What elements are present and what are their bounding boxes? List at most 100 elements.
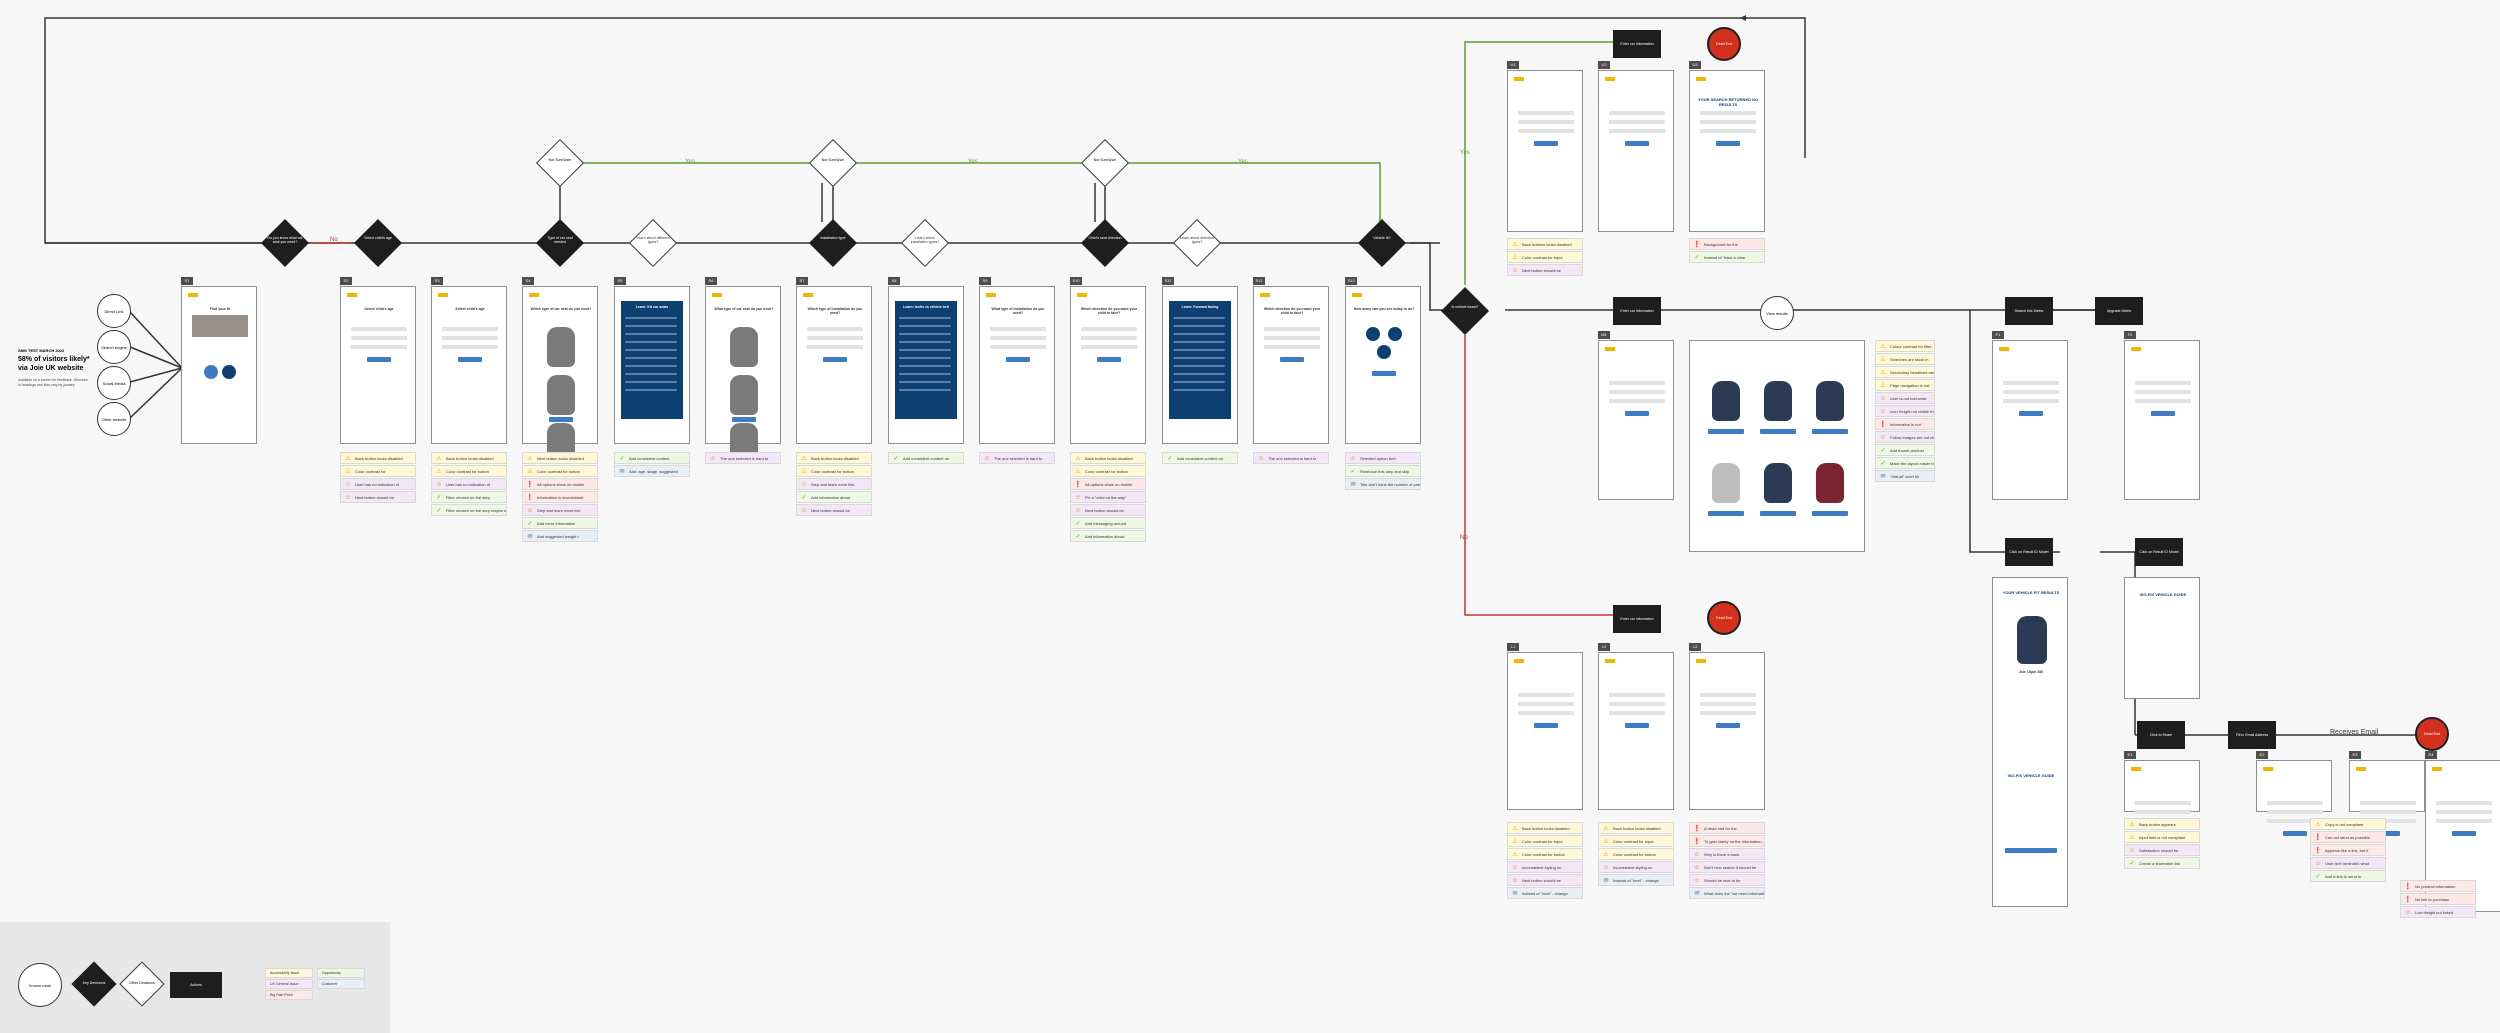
input-field[interactable] xyxy=(1609,381,1665,385)
input-field[interactable] xyxy=(990,345,1046,349)
input-field[interactable] xyxy=(2003,390,2059,394)
input-field[interactable] xyxy=(1081,327,1137,331)
input-field[interactable] xyxy=(807,336,863,340)
next-button[interactable] xyxy=(1280,357,1304,362)
input-field[interactable] xyxy=(2267,819,2323,823)
input-field[interactable] xyxy=(2267,810,2323,814)
next-button[interactable] xyxy=(549,417,573,422)
next-button[interactable] xyxy=(1534,723,1558,728)
next-button[interactable] xyxy=(1625,411,1649,416)
view-product-button[interactable] xyxy=(1708,511,1744,516)
input-field[interactable] xyxy=(1609,111,1665,115)
input-field[interactable] xyxy=(1609,399,1665,403)
text-line xyxy=(1173,341,1225,343)
input-field[interactable] xyxy=(2135,390,2191,394)
input-field[interactable] xyxy=(2436,819,2492,823)
next-button[interactable] xyxy=(2452,831,2476,836)
view-product-button[interactable] xyxy=(1812,429,1848,434)
car-seat-image xyxy=(547,327,575,367)
next-button[interactable] xyxy=(1625,723,1649,728)
next-button[interactable] xyxy=(2151,411,2175,416)
note-text: Color contrast for button xyxy=(811,469,854,474)
input-field[interactable] xyxy=(1518,120,1574,124)
input-field[interactable] xyxy=(1518,129,1574,133)
input-field[interactable] xyxy=(1609,711,1665,715)
next-button[interactable] xyxy=(458,357,482,362)
input-field[interactable] xyxy=(1700,129,1756,133)
next-button[interactable] xyxy=(1534,141,1558,146)
next-button[interactable] xyxy=(367,357,391,362)
input-field[interactable] xyxy=(2135,381,2191,385)
view-product-button[interactable] xyxy=(1760,511,1796,516)
issue-note: ✓Add more information xyxy=(522,517,598,529)
input-field[interactable] xyxy=(1518,702,1574,706)
exclamation-icon: ❗ xyxy=(526,482,534,488)
face-icon: ☺ xyxy=(800,508,808,514)
input-field[interactable] xyxy=(1700,711,1756,715)
next-button[interactable] xyxy=(823,357,847,362)
input-field[interactable] xyxy=(2135,810,2191,814)
option-circle[interactable] xyxy=(1388,327,1402,341)
input-field[interactable] xyxy=(1264,327,1320,331)
input-field[interactable] xyxy=(1264,345,1320,349)
input-field[interactable] xyxy=(1081,345,1137,349)
input-field[interactable] xyxy=(2360,801,2416,805)
next-button[interactable] xyxy=(1006,357,1030,362)
next-button[interactable] xyxy=(1097,357,1121,362)
issue-note: ⚠Secondary headlines are xyxy=(1875,366,1935,378)
next-button[interactable] xyxy=(1716,723,1740,728)
start-circle[interactable] xyxy=(204,365,218,379)
input-field[interactable] xyxy=(1518,693,1574,697)
input-field[interactable] xyxy=(2003,399,2059,403)
text-line xyxy=(899,341,951,343)
next-button[interactable] xyxy=(2283,831,2307,836)
next-button[interactable] xyxy=(732,417,756,422)
input-field[interactable] xyxy=(807,327,863,331)
start-circle[interactable] xyxy=(222,365,236,379)
view-product-button[interactable] xyxy=(1812,511,1848,516)
input-field[interactable] xyxy=(1700,702,1756,706)
next-button[interactable] xyxy=(2019,411,2043,416)
input-field[interactable] xyxy=(1518,711,1574,715)
input-field[interactable] xyxy=(1609,129,1665,133)
input-field[interactable] xyxy=(2003,381,2059,385)
input-field[interactable] xyxy=(1609,390,1665,394)
screen-title: Which direction do you want your child t… xyxy=(1080,307,1138,315)
input-field[interactable] xyxy=(807,345,863,349)
view-product-button[interactable] xyxy=(1708,429,1744,434)
input-field[interactable] xyxy=(2360,819,2416,823)
input-field[interactable] xyxy=(990,327,1046,331)
next-button[interactable] xyxy=(1372,371,1396,376)
input-field[interactable] xyxy=(1700,693,1756,697)
input-field[interactable] xyxy=(442,345,498,349)
option-circle[interactable] xyxy=(1377,345,1391,359)
input-field[interactable] xyxy=(442,336,498,340)
input-field[interactable] xyxy=(1609,120,1665,124)
input-field[interactable] xyxy=(2360,810,2416,814)
issue-note: ⚠Copy is not compliant xyxy=(2310,818,2386,830)
option-circle[interactable] xyxy=(1366,327,1380,341)
input-field[interactable] xyxy=(990,336,1046,340)
input-field[interactable] xyxy=(2436,801,2492,805)
next-button[interactable] xyxy=(1716,141,1740,146)
input-field[interactable] xyxy=(2135,399,2191,403)
input-field[interactable] xyxy=(351,327,407,331)
input-field[interactable] xyxy=(1609,702,1665,706)
input-field[interactable] xyxy=(2135,801,2191,805)
input-field[interactable] xyxy=(351,345,407,349)
next-button[interactable] xyxy=(2376,831,2400,836)
next-button[interactable] xyxy=(1625,141,1649,146)
input-field[interactable] xyxy=(2267,801,2323,805)
input-field[interactable] xyxy=(442,327,498,331)
input-field[interactable] xyxy=(2436,810,2492,814)
input-field[interactable] xyxy=(1609,693,1665,697)
input-field[interactable] xyxy=(1081,336,1137,340)
view-product-button[interactable] xyxy=(1760,429,1796,434)
input-field[interactable] xyxy=(1264,336,1320,340)
share-button[interactable] xyxy=(2005,848,2057,853)
input-field[interactable] xyxy=(351,336,407,340)
input-field[interactable] xyxy=(1700,111,1756,115)
input-field[interactable] xyxy=(1700,120,1756,124)
input-field[interactable] xyxy=(1518,111,1574,115)
phone-screen xyxy=(1992,340,2068,500)
